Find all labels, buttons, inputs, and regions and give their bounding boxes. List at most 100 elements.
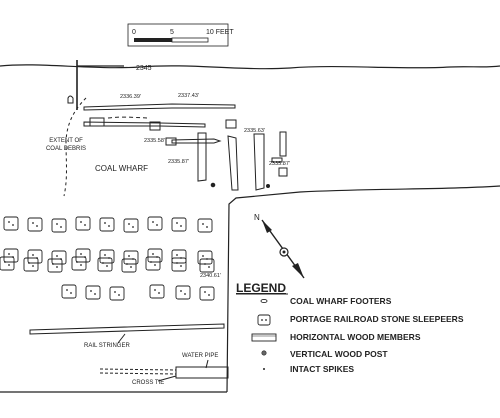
stone-sleeper [51, 218, 67, 233]
cross-tie-beam [175, 366, 229, 379]
intact-spike [128, 255, 130, 257]
north-label: N [254, 213, 260, 222]
intact-spike [12, 224, 14, 226]
intact-spike [180, 290, 182, 292]
legend-label-stone-sleepers: PORTAGE RAILROAD STONE SLEEPEERS [290, 314, 464, 324]
intact-spike [76, 261, 78, 263]
coal-wharf-footer-7 [225, 119, 237, 129]
stone-sleeper [109, 286, 125, 301]
coal-wharf-label: COAL WHARF [95, 164, 148, 173]
intact-spike [158, 292, 160, 294]
intact-spike [80, 221, 82, 223]
stone-sleeper [75, 216, 91, 231]
horizontal-wood-member-3 [171, 138, 222, 144]
intact-spike [180, 225, 182, 227]
intact-spike [132, 226, 134, 228]
site-boundary [0, 64, 500, 393]
intact-spike [156, 224, 158, 226]
intact-spike [184, 293, 186, 295]
elevation-label-4: 2335.63' [244, 128, 265, 134]
stone-sleeper [3, 248, 19, 263]
intact-spike [28, 262, 30, 264]
intact-spike [32, 222, 34, 224]
intact-spike [104, 254, 106, 256]
coal-wharf-footer-5 [278, 167, 288, 177]
intact-spike [8, 253, 10, 255]
scale-tick-10: 10 FEET [206, 29, 234, 36]
north-arrow-head [262, 220, 272, 233]
water-pipe-dashed [99, 368, 177, 371]
stone-sleeper [147, 216, 163, 231]
intact-spike [128, 223, 130, 225]
stone-sleeper [3, 216, 19, 231]
intact-spike [152, 221, 154, 223]
stone-sleeper [97, 257, 113, 272]
intact-spike [60, 226, 62, 228]
north-arrow-dot [282, 250, 286, 254]
stone-sleeper [47, 258, 63, 273]
coal-wharf-footer-icon [260, 298, 268, 304]
stone-sleeper [123, 250, 139, 265]
intact-spike [94, 293, 96, 295]
vertical-wood-member-4 [279, 131, 287, 157]
intact-spike [118, 294, 120, 296]
stone-sleeper-icon [257, 314, 271, 326]
intact-spike [152, 253, 154, 255]
water-pipe-label: WATER PIPE [182, 353, 218, 359]
intact-spike [176, 262, 178, 264]
intact-spike [150, 261, 152, 263]
intact-spike [36, 225, 38, 227]
stone-sleeper [145, 256, 161, 271]
intact-spike [104, 222, 106, 224]
intact-spike [4, 261, 6, 263]
intact-spike [32, 265, 34, 267]
intact-spike [102, 262, 104, 264]
stone-sleeper [51, 250, 67, 265]
intact-spike [66, 289, 68, 291]
coal-debris-label-line1: EXTENT OF [49, 138, 83, 144]
intact-spike [52, 263, 54, 265]
rail-stringer [29, 323, 225, 344]
intact-spike [108, 225, 110, 227]
stone-sleeper [197, 218, 213, 233]
coal-debris-extent-line [63, 97, 87, 197]
legend-label-coal-wharf-footers: COAL WHARF FOOTERS [290, 296, 392, 306]
intact-spike [32, 254, 34, 256]
water-pipe-dashed-2 [99, 372, 177, 375]
intact-spike [56, 223, 58, 225]
coal-wharf-footer [67, 95, 74, 104]
intact-spike [208, 294, 210, 296]
intact-spike [176, 254, 178, 256]
stone-sleeper-icon-dot-2 [265, 319, 267, 321]
vertical-wood-member-1 [197, 132, 207, 182]
intact-spike [114, 291, 116, 293]
intact-spike [56, 266, 58, 268]
scale-bar-frame [127, 23, 229, 47]
cross-tie-label: CROSS TIE [132, 380, 164, 386]
vertical-wood-post-1 [210, 182, 216, 188]
coal-wharf-footer-4 [165, 137, 177, 146]
legend-title: LEGEND [236, 281, 286, 295]
intact-spike [204, 263, 206, 265]
coal-wharf-features [63, 60, 288, 197]
elevation-label-6: 2335.87' [269, 161, 290, 167]
coal-wharf-footer-2 [89, 117, 105, 127]
legend: LEGEND COAL WHARF FOOTERS PORTAGE RAILRO… [236, 281, 464, 374]
stone-sleeper [99, 249, 115, 264]
scale-tick-5: 5 [170, 29, 174, 36]
stone-sleeper [121, 258, 137, 273]
scale-bar: 0 5 10 FEET [127, 23, 234, 47]
elevation-label-3: 2335.58' [144, 138, 165, 144]
intact-spike [90, 290, 92, 292]
intact-spike [202, 223, 204, 225]
intact-spike [70, 292, 72, 294]
stone-sleeper-icon-dot-1 [261, 319, 263, 321]
horizontal-wood-member-1 [83, 103, 236, 111]
vertical-wood-post-2 [266, 184, 270, 188]
wood-member-icon [251, 333, 277, 342]
stone-sleeper [85, 285, 101, 300]
stone-sleeper [27, 249, 43, 264]
rail-stringer-label: RAIL STRINGER [84, 343, 130, 349]
scale-bar-dark-segment [134, 38, 172, 42]
